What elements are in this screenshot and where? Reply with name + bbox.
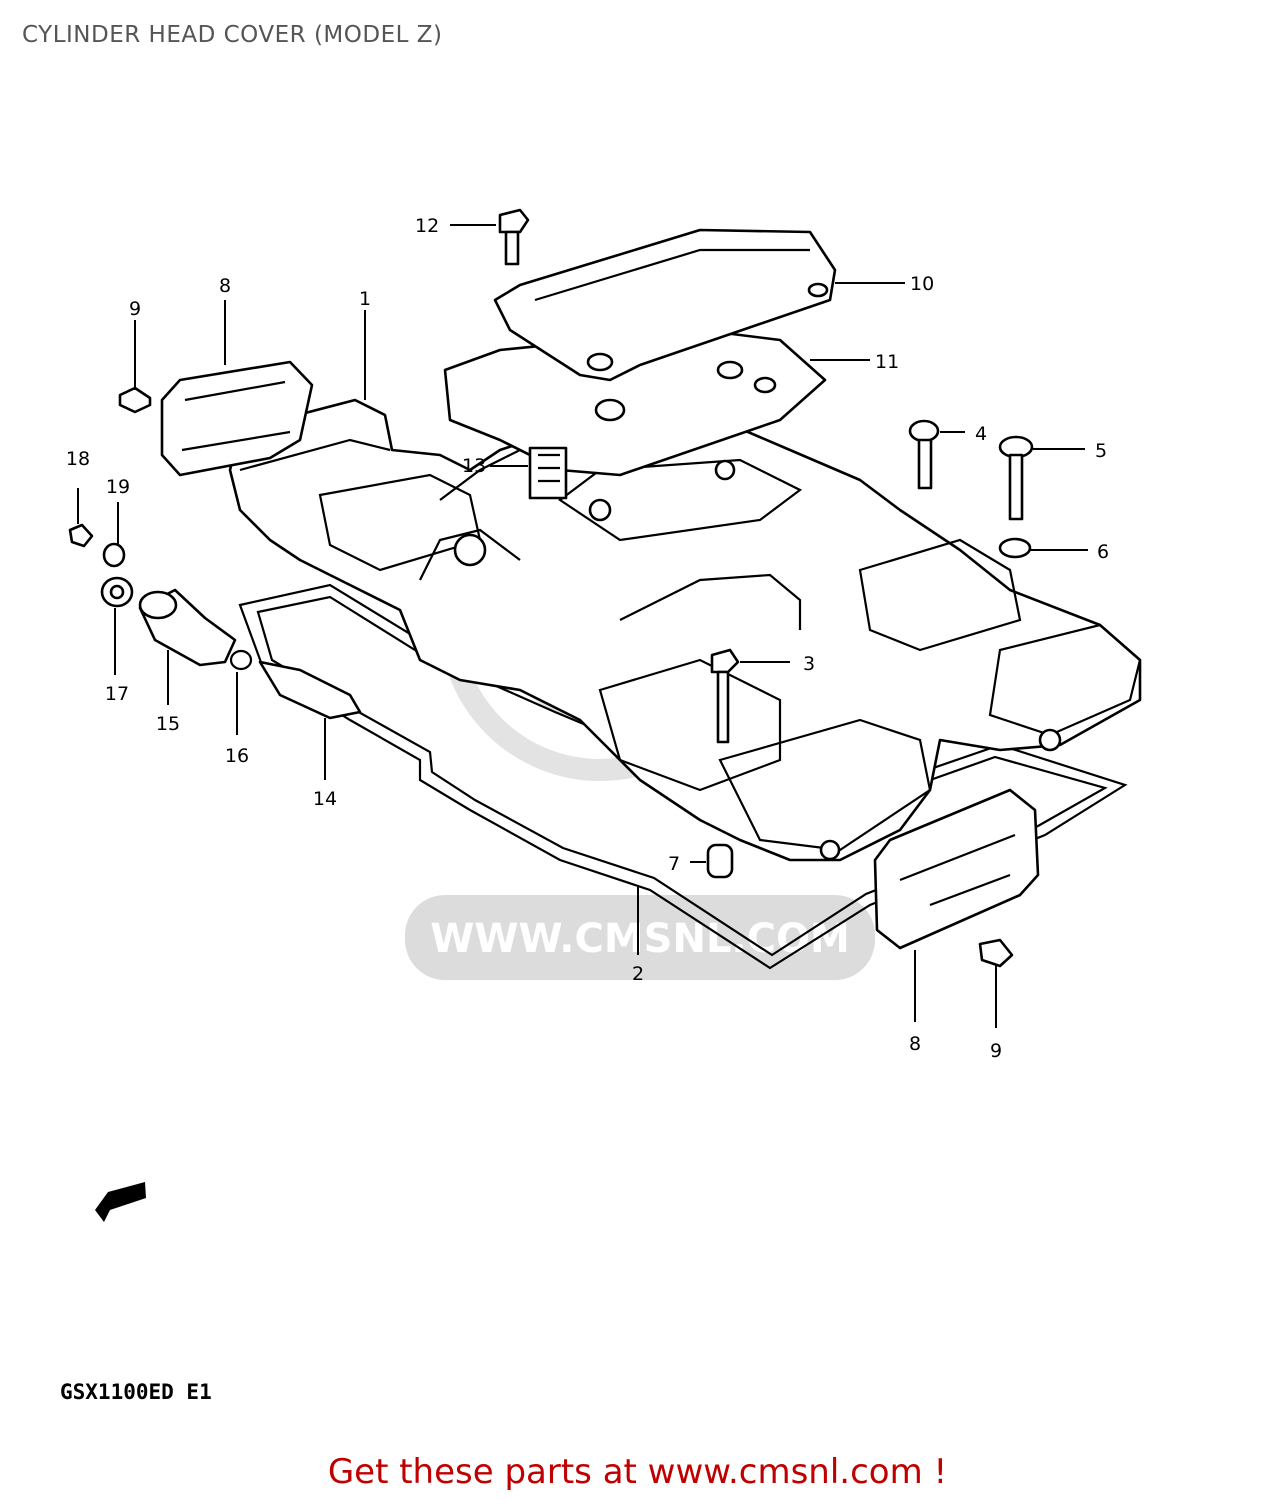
callout-11: 11 — [875, 351, 899, 373]
part-6-washer — [998, 537, 1032, 559]
callout-12: 12 — [415, 215, 439, 237]
callout-18: 18 — [66, 448, 90, 470]
part-8-cap-right — [873, 788, 1040, 950]
callout-1: 1 — [359, 288, 371, 310]
part-3-bolt — [710, 648, 740, 744]
callout-10: 10 — [910, 273, 934, 295]
callout-9-left: 9 — [129, 298, 141, 320]
part-16-o-ring — [229, 649, 253, 671]
part-9-screw-left — [118, 386, 152, 414]
part-8-cap-left — [160, 360, 314, 477]
part-19-washer — [102, 542, 126, 568]
callout-8-right: 8 — [909, 1033, 921, 1055]
callout-15: 15 — [156, 713, 180, 735]
callout-19: 19 — [106, 476, 130, 498]
part-5-bolt — [998, 435, 1034, 521]
callouts: 1 2 3 4 5 6 7 8 8 9 9 10 11 12 13 14 15 … — [66, 215, 1109, 1062]
callout-5: 5 — [1095, 440, 1107, 462]
part-14-gasket — [258, 660, 362, 720]
callout-6: 6 — [1097, 541, 1109, 563]
part-13-breather-element — [528, 446, 568, 500]
part-10-breather-cap — [493, 228, 837, 382]
callout-17: 17 — [105, 683, 129, 705]
fig-arrow-icon — [95, 1182, 146, 1222]
callout-4: 4 — [975, 423, 987, 445]
callout-7: 7 — [668, 853, 680, 875]
callout-2: 2 — [632, 963, 644, 985]
callout-3: 3 — [803, 653, 815, 675]
footer-parts-link[interactable]: Get these parts at www.cmsnl.com ! — [327, 1452, 948, 1492]
callout-13: 13 — [462, 455, 486, 477]
callout-14: 14 — [313, 788, 337, 810]
part-7-dowel — [706, 843, 734, 879]
callout-8-left: 8 — [219, 275, 231, 297]
callout-16: 16 — [225, 745, 249, 767]
callout-9-right: 9 — [990, 1040, 1002, 1062]
page-title: CYLINDER HEAD COVER (MODEL Z) — [22, 22, 443, 48]
part-15-tube — [138, 588, 237, 667]
watermark-text: WWW.CMSNL.COM — [430, 916, 850, 962]
leader-lines — [77, 224, 1088, 1028]
part-4-bolt — [908, 419, 940, 490]
model-code: GSX1100ED E1 — [60, 1380, 212, 1404]
part-9-screw-right — [978, 938, 1014, 968]
part-18-screw — [68, 523, 94, 548]
part-1-cylinder-head-cover — [228, 398, 1142, 862]
part-12-bolt — [498, 208, 530, 266]
part-17-washer — [100, 576, 134, 608]
